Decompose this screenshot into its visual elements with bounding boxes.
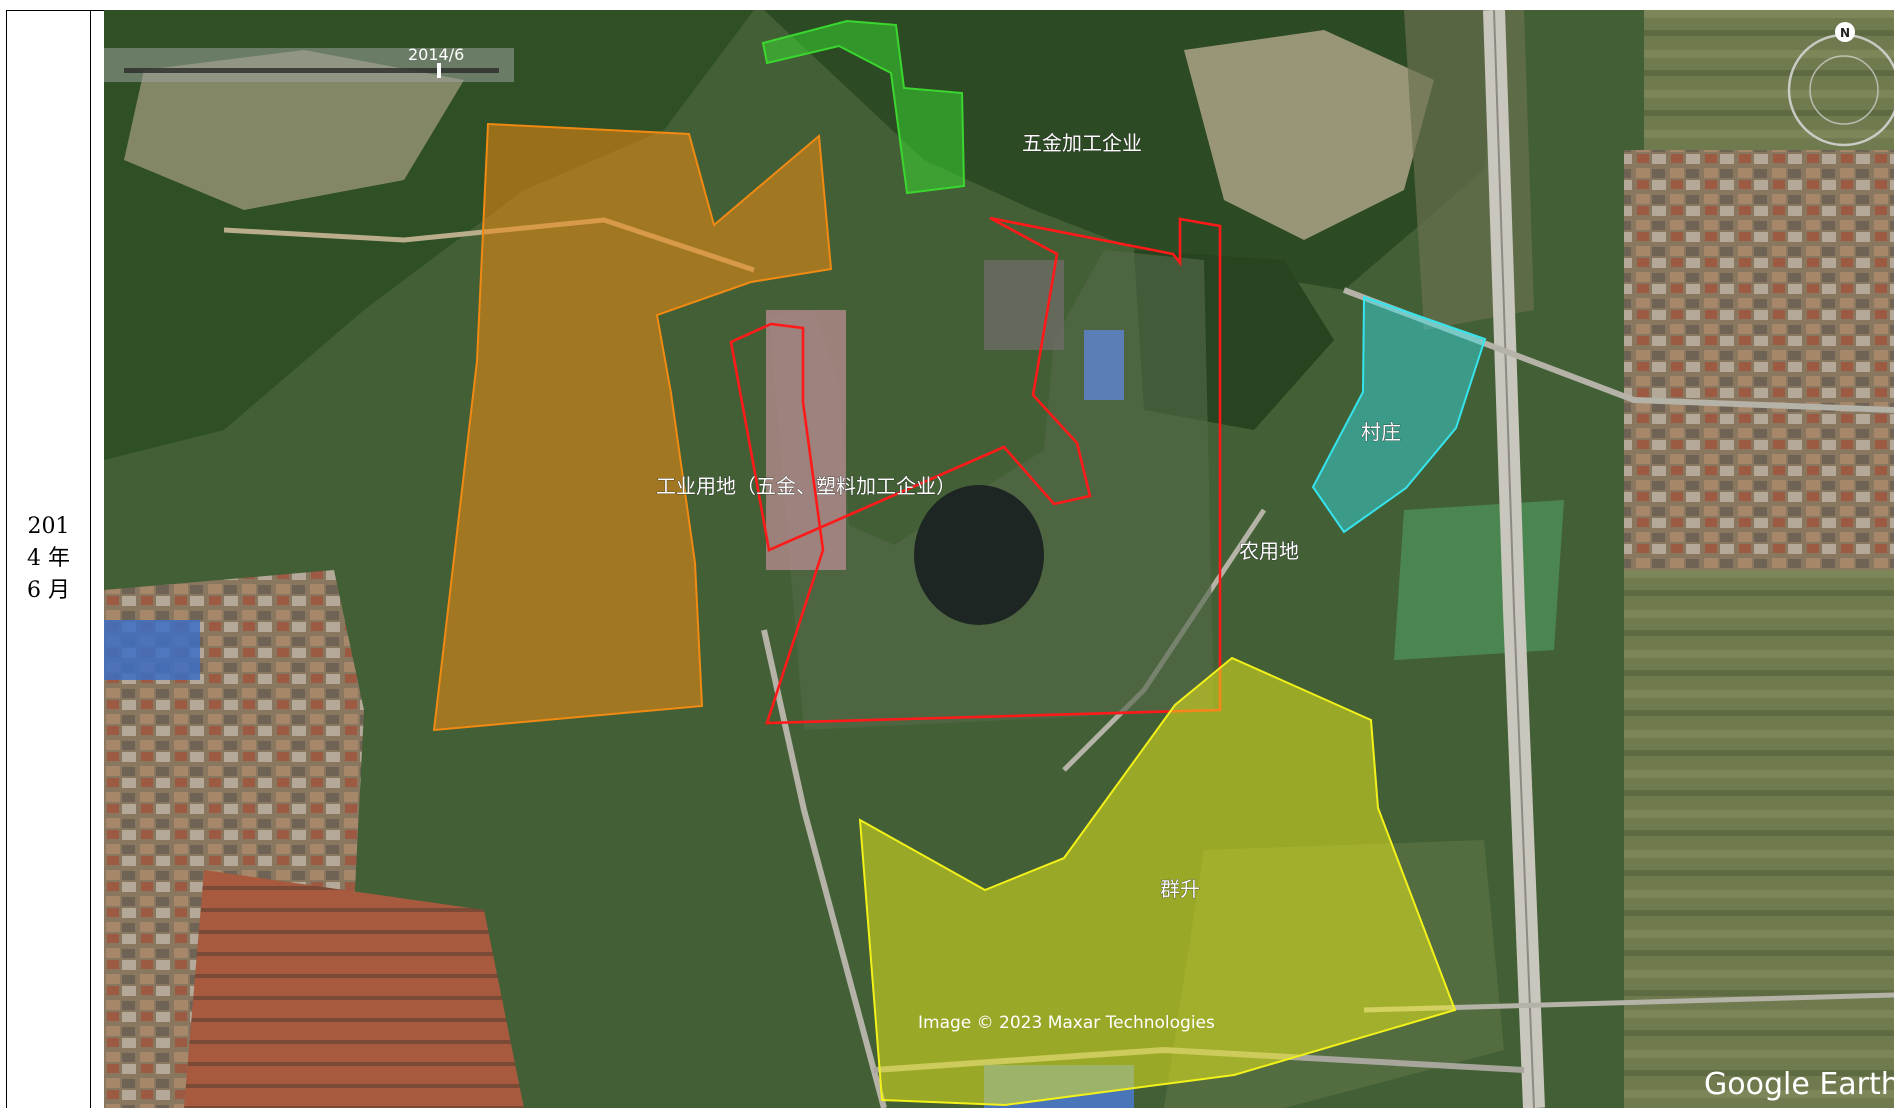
map-canvas[interactable]: 2014/6 N 五金加工企业 工业用地（五金、塑料加工企业） 村庄 农用地 群… xyxy=(104,10,1894,1108)
date-line-3: 6 月 xyxy=(27,578,70,603)
pink-roof-buildings xyxy=(766,310,846,570)
fields-southeast xyxy=(1624,570,1894,1108)
green-fields-east xyxy=(1394,500,1564,660)
road-east xyxy=(1342,287,1894,413)
grey-buildings-site xyxy=(984,260,1064,350)
timeline-bar xyxy=(104,48,514,82)
quarry-north xyxy=(1184,30,1434,240)
region-industrial-land[interactable] xyxy=(432,122,833,732)
compass[interactable]: N xyxy=(1787,22,1894,147)
timeline-handle[interactable] xyxy=(437,63,441,78)
label-village: 村庄 xyxy=(1361,420,1401,444)
region-project-site[interactable] xyxy=(729,216,1222,725)
compass-north-letter: N xyxy=(1840,26,1850,40)
blue-roof-building-site xyxy=(1084,330,1124,400)
google-earth-logo: Google Earth xyxy=(1704,1067,1894,1102)
label-hardware-enterprise: 五金加工企业 xyxy=(1022,131,1142,155)
label-industrial-land: 工业用地（五金、塑料加工企业） xyxy=(656,474,956,498)
highway-median xyxy=(1493,10,1535,1108)
fields-northeast xyxy=(1644,10,1894,150)
compass-north-marker xyxy=(1835,22,1855,42)
red-roof-factory-southwest xyxy=(184,870,524,1108)
open-land-east xyxy=(1404,10,1534,330)
satellite-map[interactable]: 2014/6 N 五金加工企业 工业用地（五金、塑料加工企业） 村庄 农用地 群… xyxy=(104,10,1894,1108)
blue-roof-building-west xyxy=(104,620,200,680)
region-hardware-enterprise[interactable] xyxy=(761,19,966,195)
pond xyxy=(914,485,1044,625)
label-qunsheng: 群升 xyxy=(1160,877,1200,901)
bare-ground-northwest xyxy=(124,50,464,210)
date-line-1: 201 xyxy=(27,514,70,539)
timeline-date: 2014/6 xyxy=(408,45,464,64)
historical-imagery-timeline[interactable]: 2014/6 xyxy=(104,45,514,82)
village-east xyxy=(1624,150,1894,570)
imagery-copyright: Image © 2023 Maxar Technologies xyxy=(918,1013,1215,1033)
timeline-track xyxy=(124,68,499,73)
region-village[interactable] xyxy=(1311,295,1487,534)
label-farmland: 农用地 xyxy=(1239,539,1299,563)
column-divider xyxy=(90,10,91,1108)
region-qunsheng[interactable] xyxy=(858,656,1457,1107)
date-cell: 201 4 年 6 月 xyxy=(7,10,90,1108)
date-label: 201 4 年 6 月 xyxy=(19,511,79,607)
compass-inner-ring xyxy=(1809,55,1879,125)
date-line-2: 4 年 xyxy=(27,546,70,571)
